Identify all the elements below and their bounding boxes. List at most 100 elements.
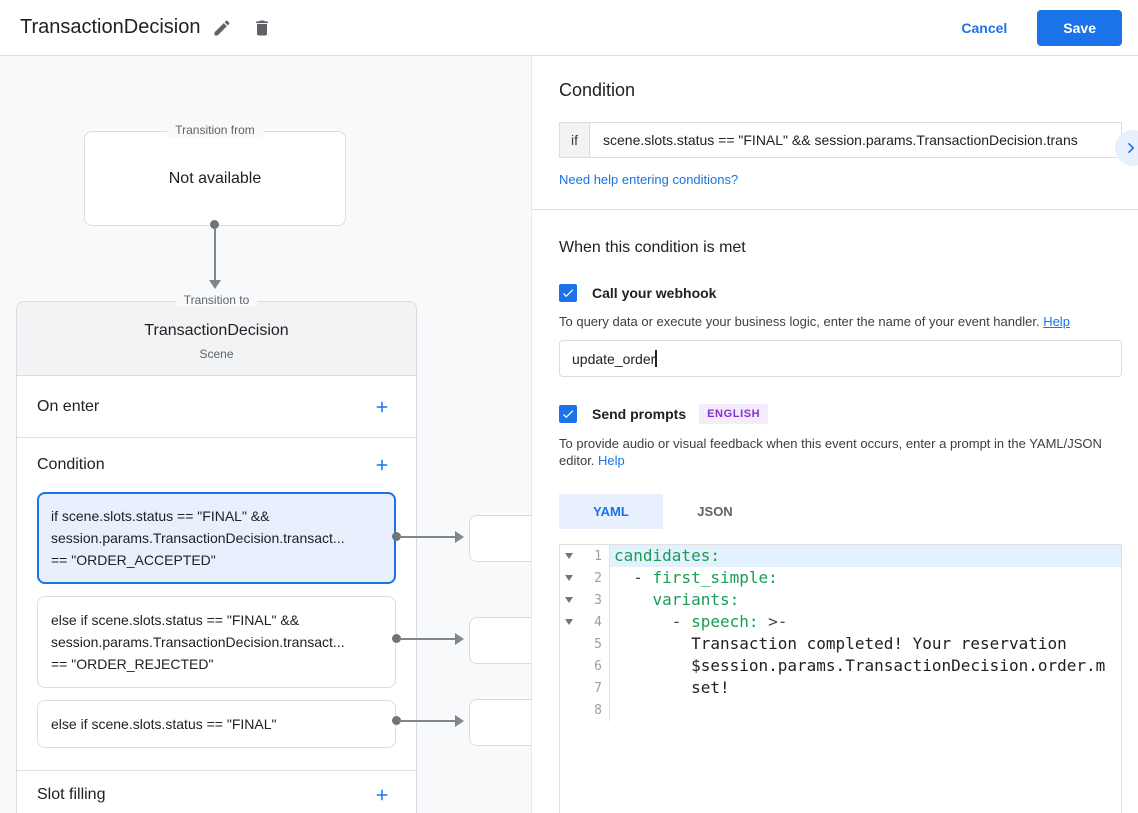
line-number: 3 bbox=[594, 592, 602, 608]
code-line: 2 - first_simple: bbox=[560, 567, 1121, 589]
page-title: TransactionDecision bbox=[20, 16, 201, 38]
transition-from-legend: Transition from bbox=[167, 123, 263, 137]
code-content[interactable]: - speech: >- bbox=[614, 612, 788, 631]
tab-yaml[interactable]: YAML bbox=[559, 494, 663, 529]
code-content[interactable]: $session.params.TransactionDecision.orde… bbox=[614, 656, 1106, 675]
fold-arrow-icon[interactable] bbox=[560, 619, 577, 625]
code-content[interactable] bbox=[610, 699, 1121, 721]
delete-scene-button[interactable] bbox=[244, 10, 280, 46]
send-prompts-checkbox[interactable] bbox=[559, 405, 577, 423]
transition-from-node[interactable]: Transition from Not available bbox=[84, 123, 346, 226]
code-line: 4 - speech: >- bbox=[560, 611, 1121, 633]
prompts-help-link[interactable]: Help bbox=[598, 453, 625, 468]
transition-to-legend: Transition to bbox=[175, 293, 258, 307]
line-number: 8 bbox=[594, 702, 602, 718]
trash-icon bbox=[256, 20, 269, 35]
code-content[interactable]: variants: bbox=[652, 590, 740, 609]
fold-arrow-icon[interactable] bbox=[560, 553, 577, 559]
connector-line bbox=[399, 536, 457, 538]
connector-line bbox=[214, 228, 216, 280]
code-line: 6 $session.params.TransactionDecision.or… bbox=[560, 655, 1121, 677]
editor-gutter: 8 bbox=[560, 699, 610, 721]
editor-gutter: 5 bbox=[560, 633, 610, 655]
condition-panel-title: Condition bbox=[559, 80, 636, 100]
add-on-enter-button[interactable] bbox=[368, 393, 396, 421]
check-icon bbox=[562, 289, 574, 298]
arrow-right-icon bbox=[455, 633, 464, 645]
condition-expression-input[interactable]: scene.slots.status == "FINAL" && session… bbox=[590, 122, 1122, 158]
add-slot-button[interactable] bbox=[368, 781, 396, 809]
prompts-helper: To provide audio or visual feedback when… bbox=[559, 435, 1122, 469]
line-number: 7 bbox=[594, 680, 602, 696]
send-prompts-row: Send prompts ENGLISH bbox=[559, 404, 1122, 424]
code-content[interactable]: candidates: bbox=[610, 545, 1121, 567]
editor-gutter: 4 bbox=[560, 611, 610, 633]
cancel-button[interactable]: Cancel bbox=[945, 12, 1023, 44]
plus-icon bbox=[376, 789, 388, 801]
condition-editor-panel: Condition if scene.slots.status == "FINA… bbox=[531, 56, 1138, 813]
condition-line: session.params.TransactionDecision.trans… bbox=[51, 530, 345, 546]
code-line: 8 bbox=[560, 699, 1121, 721]
on-enter-section: On enter bbox=[17, 376, 416, 438]
save-button[interactable]: Save bbox=[1037, 9, 1122, 46]
fold-arrow-icon[interactable] bbox=[560, 597, 577, 603]
transition-to-node: Transition to TransactionDecision Scene … bbox=[16, 293, 417, 813]
line-number: 1 bbox=[594, 548, 602, 564]
condition-card[interactable]: if scene.slots.status == "FINAL" &&sessi… bbox=[37, 492, 396, 584]
transition-target-node[interactable] bbox=[469, 617, 531, 664]
condition-card[interactable]: else if scene.slots.status == "FINAL" &&… bbox=[37, 596, 396, 688]
webhook-label[interactable]: Call your webhook bbox=[592, 285, 717, 301]
tab-json[interactable]: JSON bbox=[697, 504, 733, 519]
webhook-row: Call your webhook bbox=[559, 284, 1122, 302]
code-content[interactable]: set! bbox=[614, 678, 730, 697]
transition-target-node[interactable] bbox=[469, 699, 531, 746]
webhook-checkbox[interactable] bbox=[559, 284, 577, 302]
add-condition-button[interactable] bbox=[368, 451, 396, 479]
editor-gutter: 1 bbox=[560, 545, 610, 567]
plus-icon bbox=[376, 401, 388, 412]
code-line: 3 variants: bbox=[560, 589, 1121, 611]
webhook-helper-text: To query data or execute your business l… bbox=[559, 314, 1044, 329]
top-bar: TransactionDecision Cancel Save bbox=[0, 0, 1138, 56]
event-handler-value: update_order bbox=[572, 350, 656, 367]
code-line: 5 Transaction completed! Your reservatio… bbox=[560, 633, 1121, 655]
condition-line: == "ORDER_REJECTED" bbox=[51, 656, 214, 672]
section-divider bbox=[532, 209, 1138, 210]
scene-diagram-panel: Transition from Not available Transition… bbox=[0, 56, 531, 813]
code-content[interactable]: Transaction completed! Your reservation bbox=[614, 634, 1067, 653]
on-enter-label: On enter bbox=[37, 397, 100, 415]
condition-expression-row: if scene.slots.status == "FINAL" && sess… bbox=[559, 122, 1122, 158]
when-met-title: When this condition is met bbox=[559, 239, 746, 256]
arrow-down-icon bbox=[209, 280, 221, 289]
scene-header[interactable]: TransactionDecision Scene bbox=[17, 302, 416, 376]
connector-line bbox=[399, 720, 457, 722]
condition-help-link[interactable]: Need help entering conditions? bbox=[559, 172, 739, 187]
send-prompts-label[interactable]: Send prompts bbox=[592, 406, 687, 422]
webhook-help-link[interactable]: Help bbox=[1043, 314, 1070, 329]
collapse-panel-button[interactable] bbox=[1115, 130, 1138, 166]
code-line: 1 candidates: bbox=[560, 545, 1121, 567]
event-handler-input[interactable]: update_order bbox=[559, 340, 1122, 377]
code-line: 7 set! bbox=[560, 677, 1121, 699]
slot-filling-label: Slot filling bbox=[37, 786, 106, 803]
prompts-helper-text: To provide audio or visual feedback when… bbox=[559, 436, 1102, 468]
line-number: 4 bbox=[594, 614, 602, 630]
scene-type-label: Scene bbox=[199, 347, 234, 361]
language-badge: ENGLISH bbox=[699, 404, 769, 424]
slot-filling-section: Slot filling Slot validation bbox=[17, 771, 416, 813]
text-caret bbox=[655, 350, 657, 367]
pencil-icon bbox=[214, 19, 230, 35]
code-content[interactable]: - first_simple: bbox=[614, 568, 778, 587]
scene-name: TransactionDecision bbox=[144, 322, 289, 339]
fold-arrow-icon[interactable] bbox=[560, 575, 577, 581]
editor-gutter: 6 bbox=[560, 655, 610, 677]
connector-dot bbox=[392, 716, 401, 725]
condition-card[interactable]: else if scene.slots.status == "FINAL" bbox=[37, 700, 396, 748]
condition-line: else if scene.slots.status == "FINAL" && bbox=[51, 612, 300, 628]
line-number: 6 bbox=[594, 658, 602, 674]
arrow-right-icon bbox=[455, 531, 464, 543]
transition-target-node[interactable] bbox=[469, 515, 531, 562]
connector-dot bbox=[210, 220, 219, 229]
edit-scene-button[interactable] bbox=[204, 10, 240, 46]
